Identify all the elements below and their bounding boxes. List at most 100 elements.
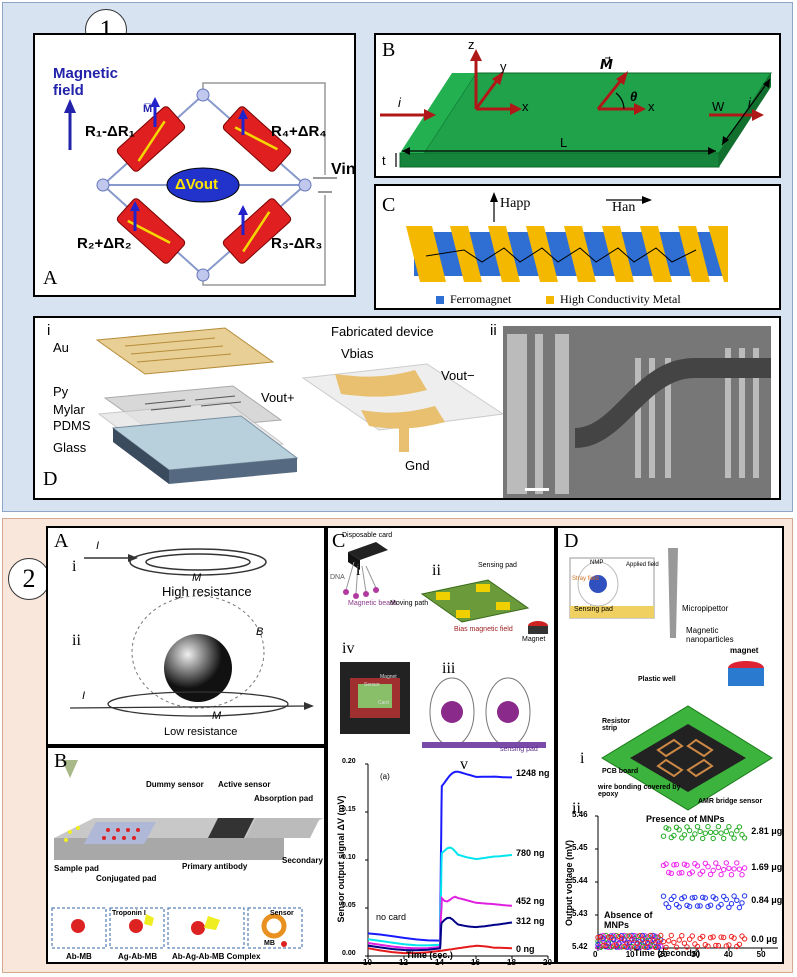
scatter-point: [679, 870, 685, 876]
series-label: 452 ng: [516, 896, 545, 907]
conjugated-pad-label: Conjugated pad: [96, 874, 157, 883]
scatter-point: [689, 869, 696, 875]
scatter-point: [728, 901, 735, 907]
scatter-point: [595, 941, 601, 948]
scatter-point: [652, 933, 659, 939]
troponin-label: Troponin I: [112, 910, 146, 917]
moving-path-label: Moving path: [390, 600, 429, 607]
sub-label-iii: iii: [442, 660, 456, 677]
y-tick-label: 5.43: [572, 909, 588, 918]
theta-label: θ: [630, 89, 638, 104]
scatter-point: [726, 824, 732, 830]
ab-mb-label: Ab-MB: [66, 952, 92, 961]
scatter-point: [736, 904, 743, 911]
scatter-point: [715, 823, 722, 830]
panel-2d-letter: D: [564, 530, 579, 552]
scatter-point: [608, 944, 614, 950]
wire-bonding-label: wire bonding covered by epoxy: [598, 784, 681, 798]
scatter-point: [624, 933, 630, 939]
vout-plus-label: Vout+: [261, 390, 295, 405]
scatter-point: [671, 832, 677, 839]
scatter-point: [713, 829, 719, 835]
sub-label-ii: ii: [72, 632, 81, 649]
sensor-label: Sensor: [270, 910, 294, 917]
scatter-point: [726, 865, 732, 871]
series-label: 0.84 μg: [751, 894, 783, 905]
scatter-point: [613, 932, 619, 939]
amr-sensor-diagram: [569, 548, 778, 951]
scatter-point: [713, 860, 719, 866]
scatter-point: [611, 943, 617, 949]
panel-1d-letter: D: [43, 468, 58, 490]
scatter-point: [702, 895, 709, 901]
y-tick-label: 0.05: [342, 902, 356, 909]
mylar-layer-label: Mylar: [53, 402, 85, 417]
sub-label-ii: ii: [432, 562, 441, 579]
dna-label: DNA: [330, 574, 345, 581]
x-tick-label: 16: [471, 958, 480, 967]
series-label: 1.69 μg: [751, 861, 783, 872]
scatter-point: [697, 828, 703, 835]
panel-2d-amr-sensor: D NMP Stray field Applied field Sensing …: [556, 526, 784, 964]
scatter-point: [618, 935, 625, 942]
scatter-point: [734, 828, 740, 834]
y-tick-label: 5.46: [572, 810, 588, 819]
scatter-point: [707, 902, 714, 908]
scatter-point: [718, 901, 724, 908]
x-tick-label: 10: [625, 950, 635, 959]
lateral-flow-diagram: [51, 760, 324, 949]
scatter-point: [655, 944, 661, 950]
scatter-point: [694, 824, 701, 830]
x-tick-label: 20: [658, 950, 668, 959]
magnetic-beads-label: Magnetic beads: [348, 600, 398, 607]
chart-1-annotation: no card: [376, 912, 407, 922]
thin-film-diagram: [380, 49, 772, 168]
scatter-point: [739, 832, 745, 838]
scatter-point: [723, 828, 730, 835]
sub-label-i: i: [47, 322, 51, 339]
r4-label: R₄+ΔR₄: [271, 123, 327, 140]
scatter-point: [736, 866, 743, 872]
resistor-strip-label: Resistor strip: [602, 718, 631, 732]
series-label: 1248 ng: [516, 767, 550, 778]
y-tick-label: 0.15: [342, 806, 356, 813]
y-axis-label: y: [500, 59, 507, 74]
section-2-number: 2: [8, 558, 50, 600]
scatter-point: [705, 864, 711, 870]
scatter-point: [692, 941, 698, 947]
scatter-point: [684, 824, 690, 830]
x-tick-label: 40: [723, 950, 733, 959]
scatter-point: [736, 824, 743, 830]
scatter-point: [608, 933, 614, 939]
scatter-point: [684, 902, 690, 909]
sensing-pad-small-label: sensing pad: [500, 746, 538, 753]
scatter-point: [726, 942, 732, 948]
magnet-label: magnet: [730, 646, 759, 655]
scatter-point: [731, 835, 737, 841]
x-tick-label: 50: [756, 950, 766, 959]
chart-1-title: (a): [380, 772, 390, 781]
scatter-point: [626, 944, 633, 951]
scatter-point: [639, 943, 646, 950]
scatter-point: [694, 863, 701, 869]
scatter-point: [647, 944, 654, 950]
scatter-point: [650, 938, 656, 944]
width-label: W: [712, 99, 725, 114]
scatter-point: [663, 861, 669, 867]
scatter-point: [739, 900, 745, 906]
scatter-point: [694, 943, 701, 950]
sub-label-i: i: [356, 562, 361, 579]
vin-label: Vin: [331, 161, 356, 178]
scatter-point: [721, 867, 727, 873]
scatter-point: [647, 932, 654, 939]
chart-2-annotation-presence: Presence of MNPs: [646, 814, 725, 824]
vout-label: ΔVout: [175, 176, 218, 193]
scatter-point: [660, 862, 667, 869]
y-tick-label: 0.10: [342, 854, 356, 861]
au-layer-label: Au: [53, 340, 69, 355]
panel-2c-card-sensor: C Disposable card DNA Magnetic beads Mov…: [326, 526, 556, 967]
scatter-point: [660, 938, 667, 945]
panel-2b-letter: B: [54, 750, 68, 772]
panel-1b-thin-film: B z y x M⃗ θ x i i L W t: [374, 33, 781, 178]
